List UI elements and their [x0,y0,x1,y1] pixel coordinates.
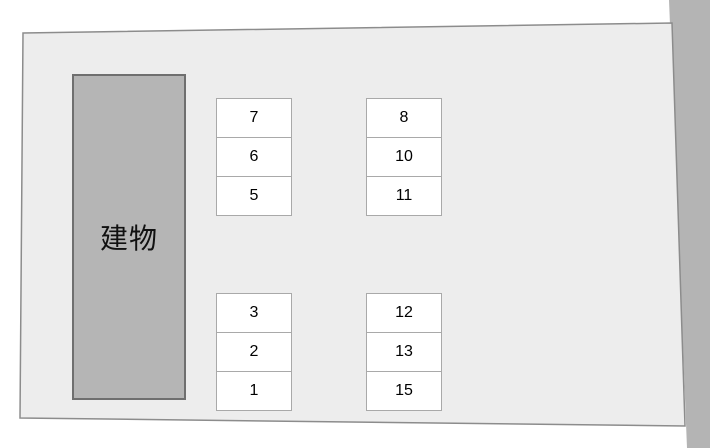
lot-boundary [19,22,686,427]
road-strip [669,0,710,448]
parking-space: 1 [216,371,292,411]
parking-space: 7 [216,98,292,138]
parking-space: 2 [216,332,292,372]
parking-space: 5 [216,176,292,216]
parking-space: 8 [366,98,442,138]
building: 建物 [72,74,186,400]
parking-space: 3 [216,293,292,333]
parking-space: 15 [366,371,442,411]
parking-space: 6 [216,137,292,177]
parking-group-lower-right: 12 13 15 [366,293,442,411]
building-label: 建物 [99,223,158,254]
parking-space: 10 [366,137,442,177]
parking-space: 11 [366,176,442,216]
parking-space: 12 [366,293,442,333]
parking-group-upper-right: 8 10 11 [366,98,442,216]
parking-group-upper-left: 7 6 5 [216,98,292,216]
parking-space: 13 [366,332,442,372]
parking-group-lower-left: 3 2 1 [216,293,292,411]
